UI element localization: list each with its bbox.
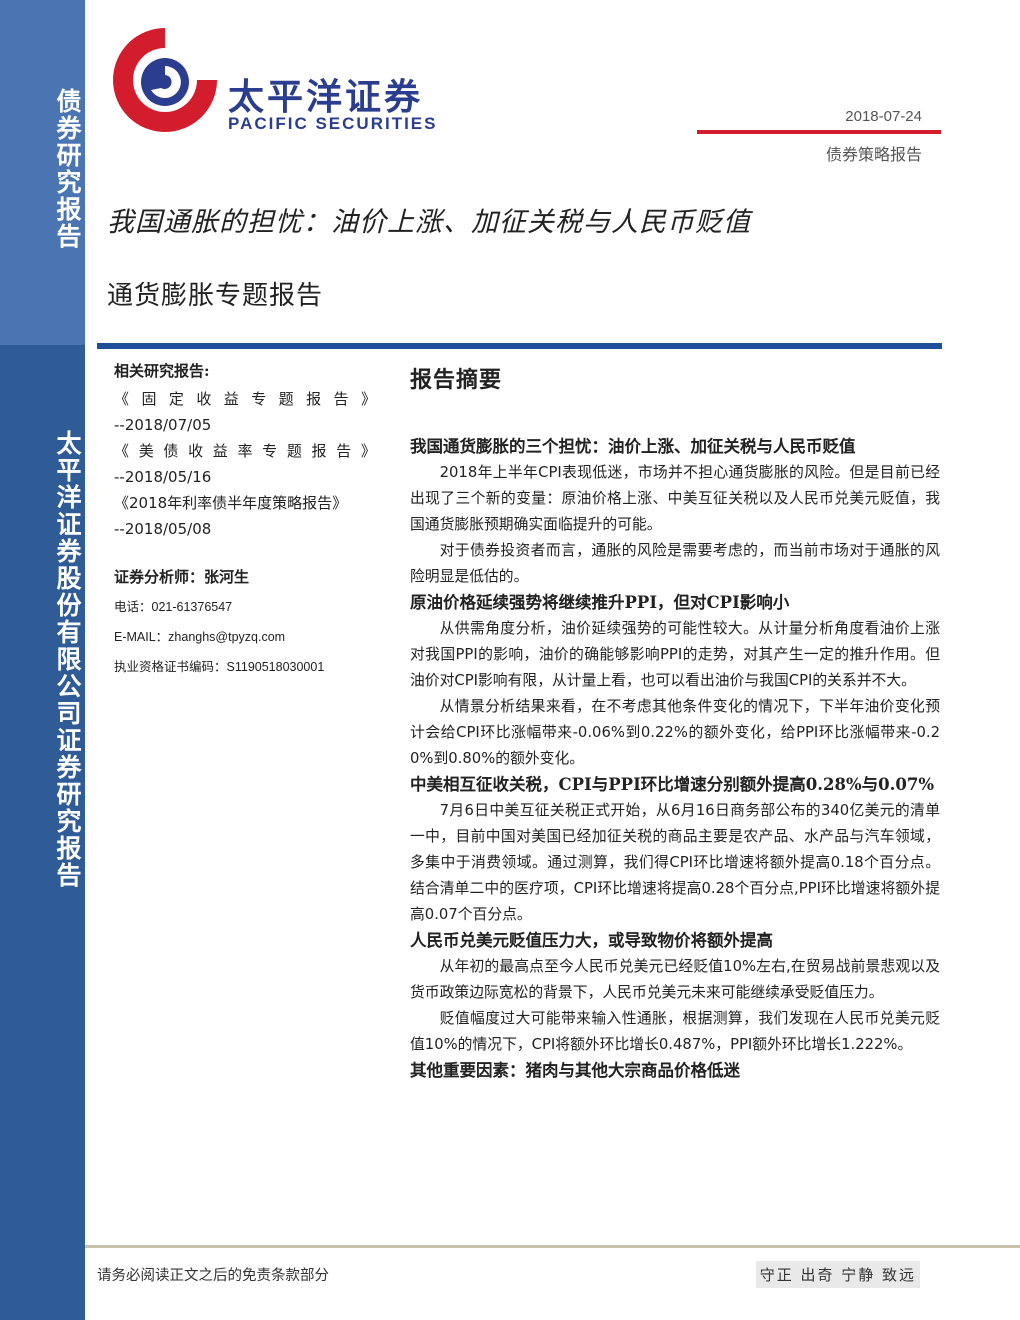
section-heading: 人民币兑美元贬值压力大，或导致物价将额外提高 [410,931,773,950]
report-title-char: 》 [360,442,376,460]
report-date: 2018-07-24 [845,108,922,125]
report-title-char: 定 [168,390,184,408]
related-report-date: --2018/05/16 [114,468,212,486]
report-title-char: 专 [251,390,267,408]
report-type: 债券策略报告 [825,145,922,164]
analyst-phone: 电话：021-61376547 [114,600,233,614]
sidebar-top-band [0,0,85,345]
report-title-char: 收 [196,390,212,408]
brand-name-en: PACIFIC SECURITIES [228,114,438,133]
report-title-char: 益 [223,390,239,408]
report-title-char: 题 [278,390,294,408]
title-divider [97,343,942,349]
analyst-heading: 证券分析师：张河生 [114,568,250,586]
section-heading: 原油价格延续强势将继续推升PPI，但对CPI影响小 [410,593,790,612]
analyst-license: 执业资格证书编码：S1190518030001 [114,660,325,674]
left-column: 相关研究报告: 《固定收益专题报告》 --2018/07/05 《美债收益率专题… [114,360,376,682]
section-paragraph: 从供需角度分析，油价延续强势的可能性较大。从计量分析角度看油价上涨对我国PPI的… [410,620,940,689]
section-paragraph: 对于债券投资者而言，通胀的风险是需要考虑的，而当前市场对于通胀的风险明显是低估的… [410,542,940,585]
sidebar-bottom-label: 太平洋证券股份有限公司证券研究报告 [53,430,82,889]
section-heading: 我国通货膨胀的三个担忧：油价上涨、加征关税与人民币贬值 [410,437,856,456]
sidebar-top-label: 债券研究报告 [53,88,82,250]
report-title-char: 报 [306,390,322,408]
report-title-char: 益 [212,442,228,460]
footer-motto: 守正 出奇 宁静 致远 [755,1261,920,1288]
summary-column: 报告摘要 我国通货膨胀的三个担忧：油价上涨、加征关税与人民币贬值 2018年上半… [410,362,940,1084]
related-report-title[interactable]: 《2018年利率债半年度策略报告》 [114,494,348,512]
related-report-title[interactable]: 《美债收益率专题报告》 [114,438,376,464]
related-report-date: --2018/07/05 [114,416,212,434]
report-title-char: 告 [336,442,352,460]
section-heading: 其他重要因素：猪肉与其他大宗商品价格低迷 [410,1061,740,1080]
page-title: 我国通胀的担忧：油价上涨、加征关税与人民币贬值 [107,207,751,238]
report-title-char: 题 [286,442,302,460]
section-paragraph: 2018年上半年CPI表现低迷，市场并不担心通货膨胀的风险。但是目前已经出现了三… [410,464,940,533]
report-title-char: 《 [114,442,130,460]
related-reports-heading: 相关研究报告: [114,362,210,380]
brand-name-cn: 太平洋证券 [228,77,424,118]
report-title-char: 》 [360,390,376,408]
section-paragraph: 从年初的最高点至今人民币兑美元已经贬值10%左右,在贸易战前景悲观以及货币政策边… [410,958,940,1001]
footer-disclaimer: 请务必阅读正文之后的免责条款部分 [97,1268,329,1284]
sidebar: 债券研究报告 太平洋证券股份有限公司证券研究报告 [0,0,85,1320]
pacific-securities-logo-icon [113,28,217,132]
report-title-char: 专 [262,442,278,460]
header-red-rule [697,130,941,134]
section-paragraph: 7月6日中美互征关税正式开始，从6月16日商务部公布的340亿美元的清单一中，目… [410,802,940,923]
report-title-char: 率 [237,442,253,460]
related-report-date: --2018/05/08 [114,520,212,538]
page-subtitle: 通货膨胀专题报告 [107,281,324,311]
report-title-char: 报 [311,442,327,460]
section-paragraph: 从情景分析结果来看，在不考虑其他条件变化的情况下，下半年油价变化预计会给CPI环… [410,698,940,767]
summary-heading: 报告摘要 [410,367,503,393]
analyst-email[interactable]: E-MAIL：zhanghs@tpyzq.com [114,630,286,644]
report-title-char: 美 [138,442,154,460]
section-heading: 中美相互征收关税，CPI与PPI环比增速分别额外提高0.28%与0.07% [410,775,935,794]
report-title-char: 债 [163,442,179,460]
footer-rule [85,1245,1020,1248]
report-title-char: 收 [188,442,204,460]
report-title-char: 固 [141,390,157,408]
report-title-char: 告 [333,390,349,408]
report-title-char: 《 [114,390,130,408]
related-report-title[interactable]: 《固定收益专题报告》 [114,386,376,412]
section-paragraph: 贬值幅度过大可能带来输入性通胀，根据测算，我们发现在人民币兑美元贬值10%的情况… [410,1010,940,1053]
